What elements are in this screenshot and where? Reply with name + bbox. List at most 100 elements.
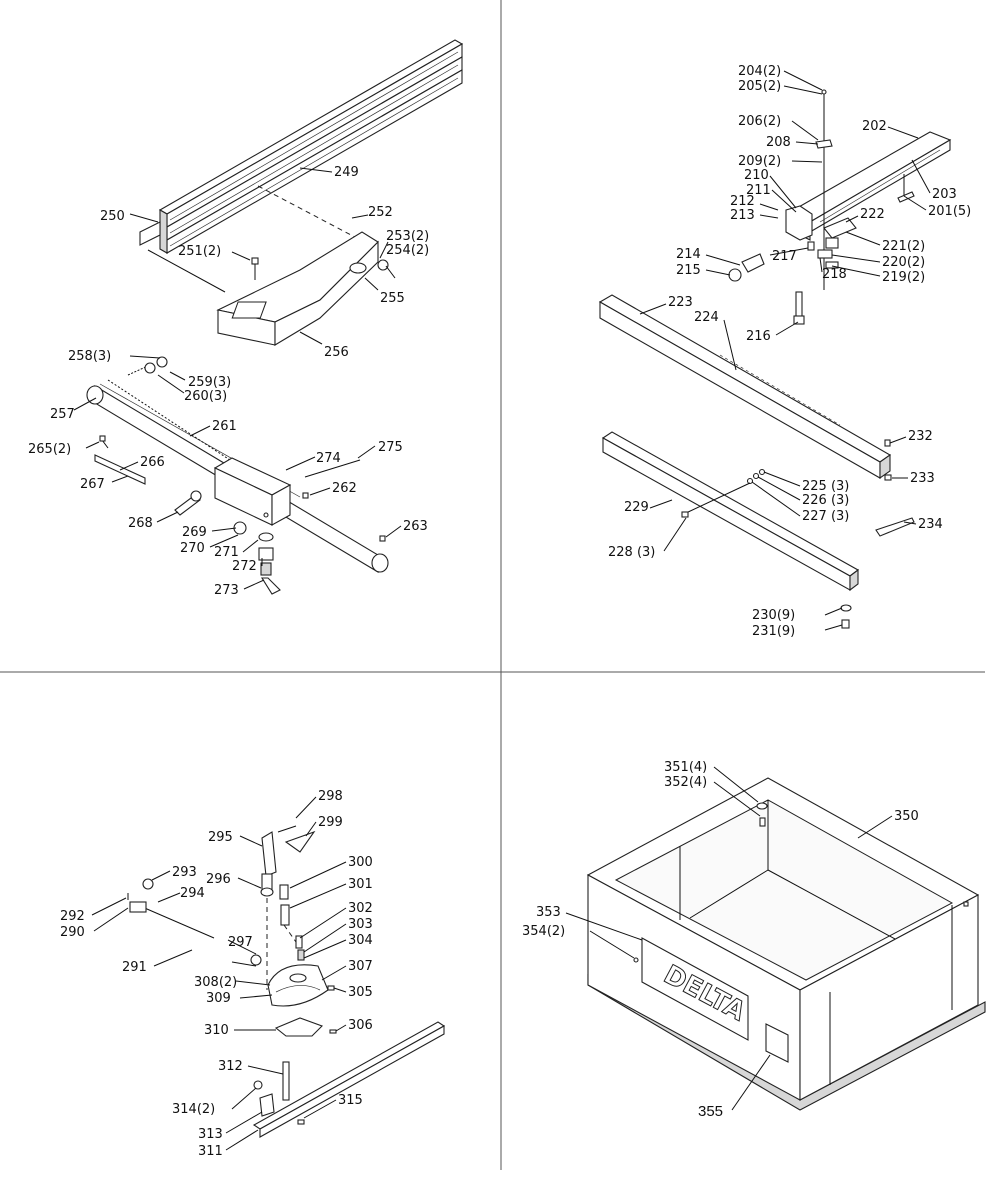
callout-218: 218 [822, 267, 847, 282]
callout-224: 224 [694, 310, 719, 325]
callout-312: 312 [218, 1059, 243, 1074]
callout-257: 257 [50, 407, 75, 422]
callout-293: 293 [172, 865, 197, 880]
callout-302: 302 [348, 901, 373, 916]
callout-304: 304 [348, 933, 373, 948]
callout-233: 233 [910, 471, 935, 486]
quadrant-bottom-left: 298 295 299 300 293 296 301 294 292 302 … [60, 789, 446, 1159]
miter-handle-part [261, 831, 277, 877]
callout-290: 290 [60, 925, 85, 940]
callout-234: 234 [918, 517, 943, 532]
leader-lines-bottom-right [565, 766, 893, 1111]
callout-295: 295 [208, 830, 233, 845]
callout-251: 251(2) [178, 244, 221, 259]
quadrant-top-right: 204(2) 205(2) 206(2) 208 202 209(2) 210 … [598, 64, 971, 639]
housing-block-part [213, 457, 292, 526]
callout-303: 303 [348, 917, 373, 932]
callout-265: 265(2) [28, 442, 71, 457]
callout-211: 211 [746, 183, 771, 198]
callout-271: 271 [214, 545, 239, 560]
callout-291: 291 [122, 960, 147, 975]
callout-226: 226 (3) [802, 493, 849, 508]
callout-230: 230(9) [752, 608, 795, 623]
callout-221: 221(2) [882, 239, 925, 254]
callout-254: 254(2) [386, 243, 429, 258]
callout-261: 261 [212, 419, 237, 434]
leader-lines-top-left [73, 167, 402, 590]
callout-310: 310 [204, 1023, 229, 1038]
fence-bar-part [139, 221, 161, 246]
callout-300: 300 [348, 855, 373, 870]
callout-275: 275 [378, 440, 403, 455]
callout-260: 260(3) [184, 389, 227, 404]
callout-296: 296 [206, 872, 231, 887]
callout-354: 354(2) [522, 924, 565, 939]
leader-lines-top-right [639, 70, 931, 631]
callout-305: 305 [348, 985, 373, 1000]
leader-lines-bottom-left [91, 796, 347, 1151]
callout-232: 232 [908, 429, 933, 444]
callout-313: 313 [198, 1127, 223, 1142]
callout-262: 262 [332, 481, 357, 496]
callout-299: 299 [318, 815, 343, 830]
callout-294: 294 [180, 886, 205, 901]
callout-273: 273 [214, 583, 239, 598]
callout-307: 307 [348, 959, 373, 974]
screw-part [251, 257, 259, 265]
callout-213: 213 [730, 208, 755, 223]
quadrant-dividers [0, 0, 985, 1170]
callout-216: 216 [746, 329, 771, 344]
callout-231: 231(9) [752, 624, 795, 639]
callout-222: 222 [860, 207, 885, 222]
callout-253: 253(2) [386, 229, 429, 244]
callout-315: 315 [338, 1093, 363, 1108]
callout-255: 255 [380, 291, 405, 306]
callout-203: 203 [932, 187, 957, 202]
callout-249: 249 [334, 165, 359, 180]
callout-272: 272 [232, 559, 257, 574]
quadrant-bottom-right: DELTA 351(4) 352(4) 350 353 354(2) 355 [522, 760, 986, 1120]
callout-351: 351(4) [664, 760, 707, 775]
callout-201: 201(5) [928, 204, 971, 219]
callout-268: 268 [128, 516, 153, 531]
callout-355: 355 [698, 1103, 723, 1120]
callout-301: 301 [348, 877, 373, 892]
callout-250: 250 [100, 209, 125, 224]
miter-body-part [267, 964, 329, 1007]
callout-314: 314(2) [172, 1102, 215, 1117]
callout-256: 256 [324, 345, 349, 360]
callout-209: 209(2) [738, 154, 781, 169]
callout-309: 309 [206, 991, 231, 1006]
callout-214: 214 [676, 247, 701, 262]
callout-258: 258(3) [68, 349, 111, 364]
callout-311: 311 [198, 1144, 223, 1159]
fence-base-part [216, 231, 379, 346]
callout-270: 270 [180, 541, 205, 556]
callout-267: 267 [80, 477, 105, 492]
quadrant-top-left: 249 250 252 251(2) 253(2) 254(2) 255 256… [28, 39, 464, 598]
callout-219: 219(2) [882, 270, 925, 285]
callout-210: 210 [744, 168, 769, 183]
callout-252: 252 [368, 205, 393, 220]
callout-215: 215 [676, 263, 701, 278]
callout-208: 208 [766, 135, 791, 150]
callout-298: 298 [318, 789, 343, 804]
callout-350: 350 [894, 809, 919, 824]
callout-206: 206(2) [738, 114, 781, 129]
callout-297: 297 [228, 935, 253, 950]
callout-269: 269 [182, 525, 207, 540]
callout-202: 202 [862, 119, 887, 134]
callout-274: 274 [316, 451, 341, 466]
callout-266: 266 [140, 455, 165, 470]
front-rail-part [598, 294, 892, 480]
fence-rail-part [158, 39, 464, 254]
cabinet-base-part: DELTA [586, 777, 986, 1111]
callout-229: 229 [624, 500, 649, 515]
knob-part [377, 259, 389, 271]
callout-263: 263 [403, 519, 428, 534]
callout-217: 217 [772, 249, 797, 264]
callout-353: 353 [536, 905, 561, 920]
callout-212: 212 [730, 194, 755, 209]
